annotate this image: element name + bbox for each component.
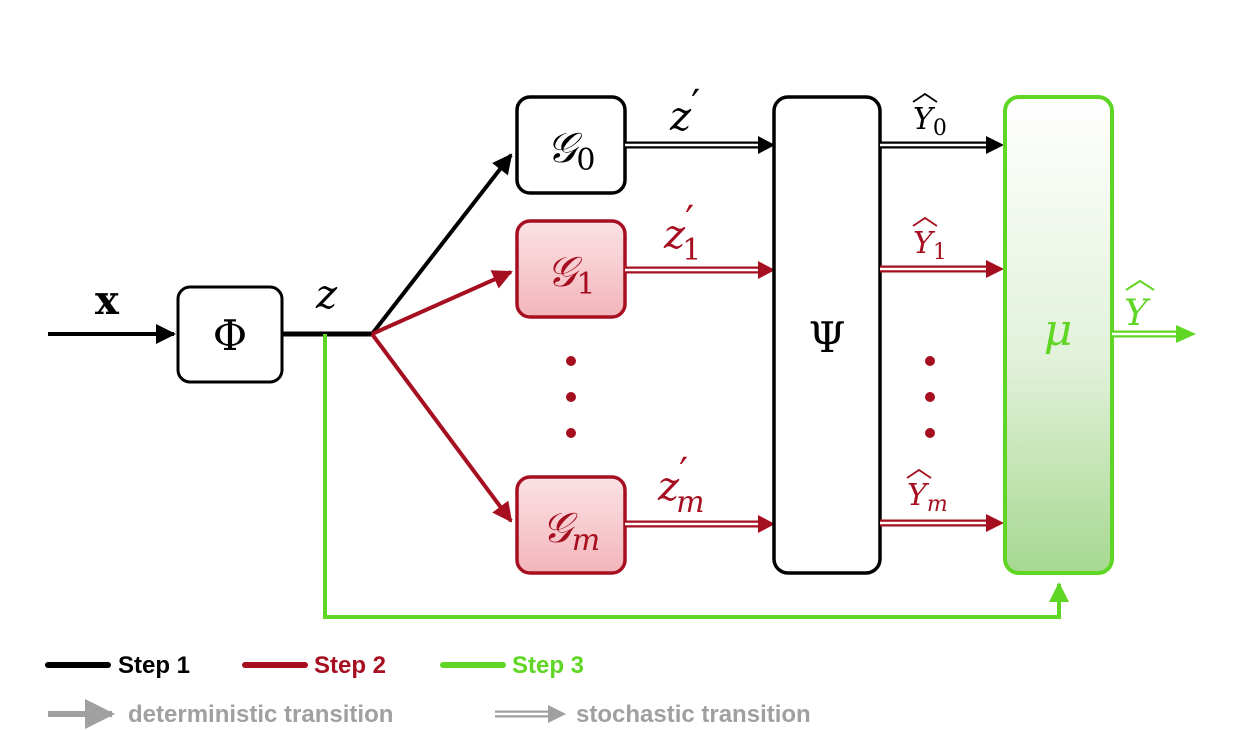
- ellipsis-dot-right: [925, 392, 935, 402]
- y-hat-output-label: Y: [1124, 279, 1155, 334]
- psi-box: [772, 95, 882, 575]
- skip-connection-z-to-mu: [323, 334, 1069, 619]
- z0-prime-label: z′: [669, 82, 700, 140]
- y0-hat-label: Y0: [912, 92, 947, 141]
- legend-deterministic-label: deterministic transition: [128, 701, 393, 728]
- legend: Step 1 Step 2 Step 3 deterministic trans…: [45, 652, 811, 729]
- ellipsis-dot-left: [566, 428, 576, 438]
- stochastic-arrow-psi-mu-m: [880, 514, 1004, 532]
- zm-prime-label: z′m: [657, 450, 705, 520]
- ellipsis-dot-left: [566, 356, 576, 366]
- stochastic-arrow-psi-mu-0: [880, 136, 1004, 154]
- legend-stochastic-label: stochastic transition: [576, 701, 811, 728]
- ellipsis-dot-right: [925, 356, 935, 366]
- svg-text:Y1: Y1: [913, 226, 947, 265]
- legend-step3-label: Step 3: [512, 652, 584, 679]
- phi-label: Φ: [213, 311, 247, 360]
- legend-stochastic-swatch: [495, 705, 566, 723]
- output-arrow: [1112, 325, 1196, 343]
- svg-text:Y0: Y0: [913, 102, 947, 141]
- stochastic-arrow-g1-psi: [625, 261, 775, 279]
- z1-prime-label: z′1: [663, 198, 701, 268]
- branch-to-gm: [370, 332, 513, 523]
- ym-hat-label: Ym: [906, 468, 948, 517]
- legend-step1-label: Step 1: [118, 652, 190, 679]
- ellipsis-dot-right: [925, 428, 935, 438]
- ellipsis-dot-left: [566, 392, 576, 402]
- stochastic-arrow-g0-psi: [625, 136, 775, 154]
- gm-label: 𝒢m: [542, 503, 600, 558]
- stochastic-arrow-gm-psi: [625, 515, 775, 533]
- stochastic-arrow-psi-mu-1: [880, 260, 1004, 278]
- svg-text:Ym: Ym: [907, 478, 948, 517]
- legend-step2-label: Step 2: [314, 652, 386, 679]
- y1-hat-label: Y1: [912, 216, 947, 265]
- mu-label: μ: [1044, 305, 1073, 356]
- input-x-label: x: [95, 277, 120, 324]
- branch-to-g1: [371, 270, 513, 336]
- branch-to-g0: [370, 153, 513, 336]
- z-label: z: [315, 272, 338, 318]
- svg-text:Y: Y: [1124, 293, 1151, 334]
- psi-label: Ψ: [809, 313, 846, 362]
